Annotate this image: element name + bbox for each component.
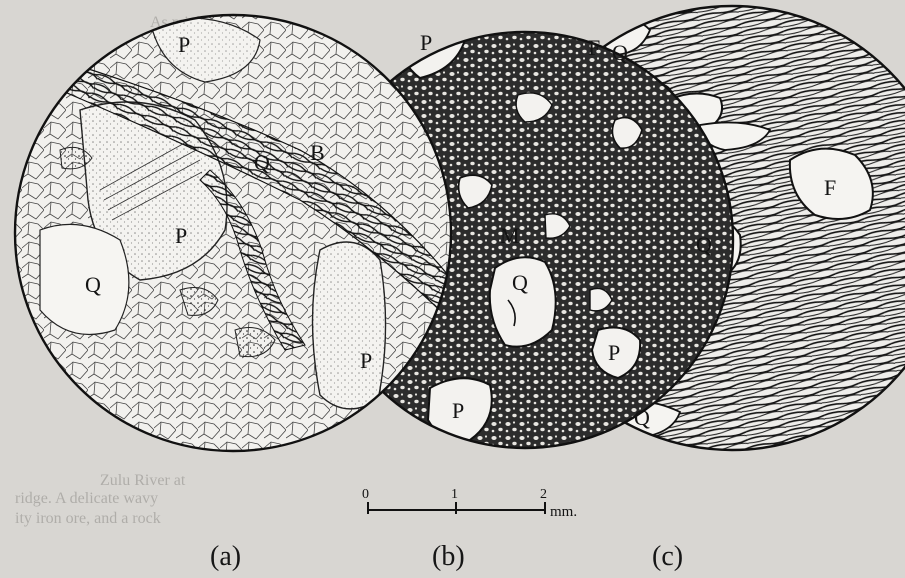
label-plagioclase: P xyxy=(608,340,620,365)
label-feldspar: F xyxy=(824,175,836,200)
label-plagioclase: P xyxy=(175,223,187,248)
scale-tick-0: 0 xyxy=(362,487,369,502)
scale-unit: mm. xyxy=(550,504,577,520)
caption-panel-b: (b) xyxy=(432,541,465,572)
label-biotite: B xyxy=(310,140,325,165)
label-plagioclase: P xyxy=(420,30,432,55)
scale-bar: 0 1 2 mm. xyxy=(362,487,577,520)
label-quartz: Q xyxy=(512,270,528,295)
caption-panel-c: (c) xyxy=(652,541,683,572)
scale-tick-1: 1 xyxy=(451,487,458,502)
label-plagioclase: P xyxy=(178,32,190,57)
label-quartz: Q xyxy=(696,232,712,257)
label-plagioclase: P xyxy=(360,348,372,373)
label-quartz: Q xyxy=(634,405,650,430)
label-quartz: Q xyxy=(85,272,101,297)
caption-panel-a: (a) xyxy=(210,541,241,572)
label-matrix: M xyxy=(500,223,520,248)
label-quartz: Q xyxy=(254,150,270,175)
scale-tick-2: 2 xyxy=(540,487,547,502)
label-plagioclase: P xyxy=(452,398,464,423)
label-quartz: Q xyxy=(612,40,628,65)
label-feldspar: F xyxy=(588,35,600,60)
